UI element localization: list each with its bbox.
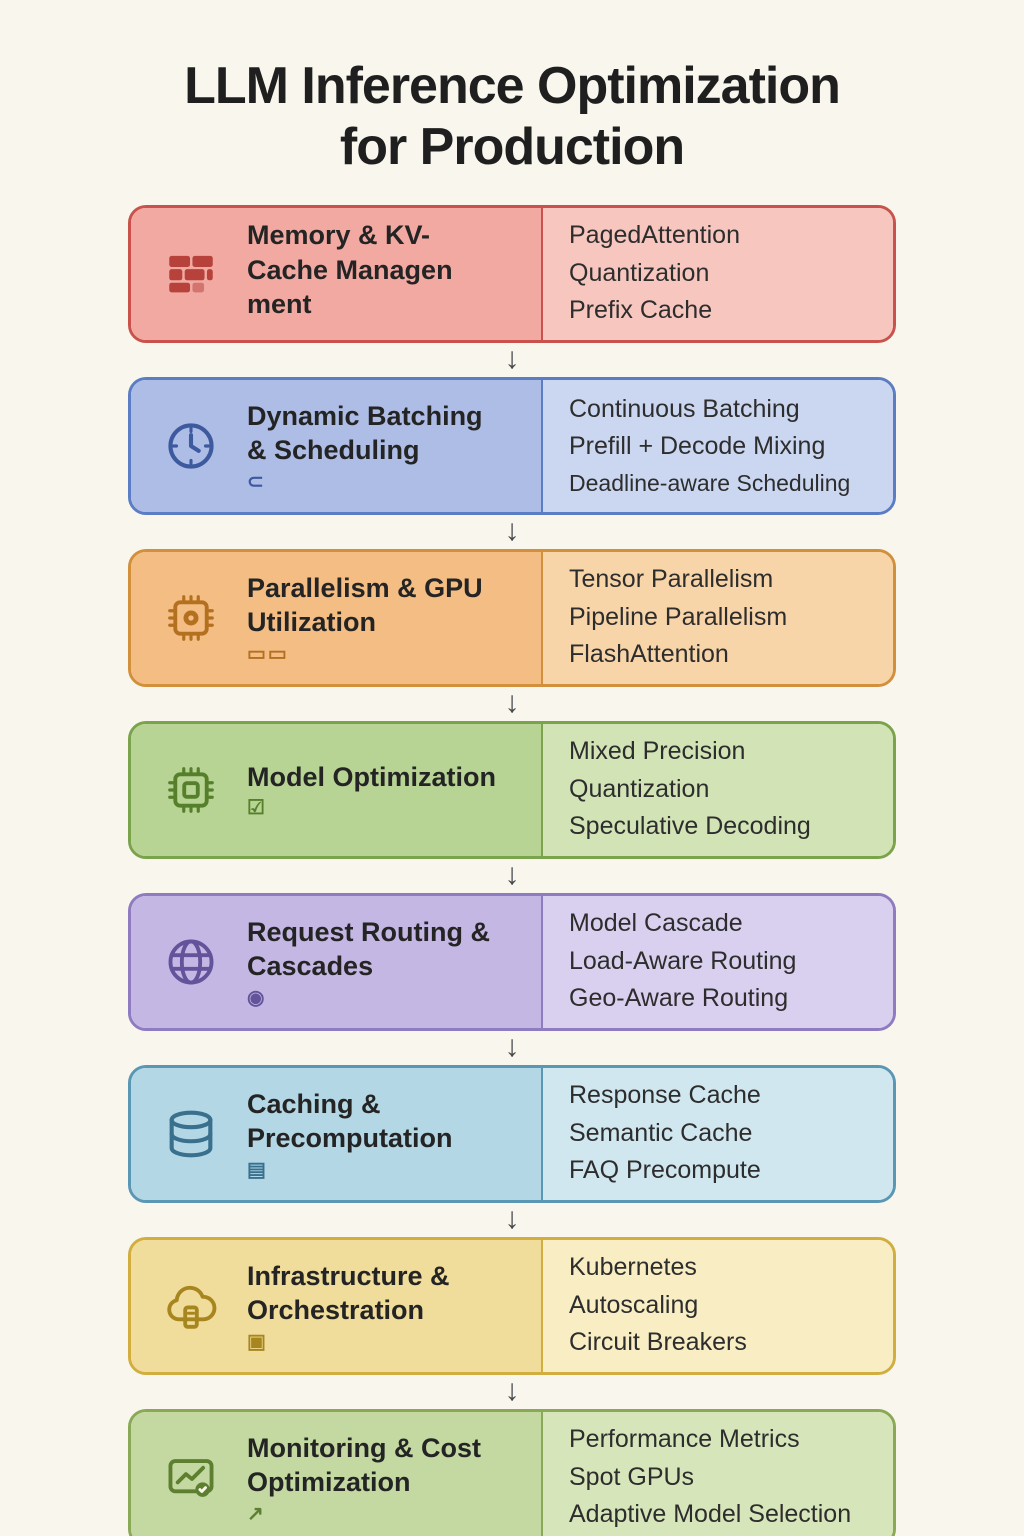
card-items-panel: Performance Metrics Spot GPUs Adaptive M… — [543, 1411, 893, 1536]
technique-item: Performance Metrics — [569, 1425, 800, 1454]
card-title: Dynamic Batching & Scheduling — [247, 400, 483, 466]
card-sub-icon: ▭▭ — [247, 642, 289, 665]
card-title: Model Optimization — [247, 761, 496, 792]
technique-item: Tensor Parallelism — [569, 565, 774, 594]
card-sub-icon: ▤ — [247, 1158, 268, 1181]
card-left-panel: Infrastructure & Orchestration ▣ — [131, 1239, 543, 1372]
card-title: Caching & Precomputation — [247, 1088, 453, 1154]
card-title: Parallelism & GPU Utilization — [247, 572, 483, 638]
card-title-box: Caching & Precomputation ▤ — [247, 1087, 497, 1181]
clock-icon — [151, 417, 231, 475]
down-arrow-icon: ↓ — [504, 857, 520, 891]
cpu-chip-icon — [151, 761, 231, 819]
technique-item: FlashAttention — [569, 640, 729, 669]
card-title-box: Model Optimization ☑ — [247, 760, 497, 820]
technique-item: Prefix Cache — [569, 296, 713, 325]
card-left-panel: Monitoring & Cost Optimization ↗ — [131, 1411, 543, 1536]
card-caching-precomputation: Caching & Precomputation ▤ Response Cach… — [128, 1064, 896, 1203]
technique-item: Geo-Aware Routing — [569, 984, 789, 1013]
technique-item: Continuous Batching — [569, 394, 800, 423]
card-items-panel: Response Cache Semantic Cache FAQ Precom… — [543, 1067, 893, 1200]
gpu-chip-icon — [151, 589, 231, 647]
technique-item: Speculative Decoding — [569, 812, 811, 841]
card-items-panel: Kubernetes Autoscaling Circuit Breakers — [543, 1239, 893, 1372]
technique-item: Circuit Breakers — [569, 1328, 747, 1357]
card-title: Memory & KV-Cache Managen ment — [247, 220, 453, 320]
card-items-panel: Mixed Precision Quantization Speculative… — [543, 723, 893, 856]
technique-item: Quantization — [569, 258, 710, 287]
card-sub-icon: ☑ — [247, 797, 267, 820]
card-left-panel: Parallelism & GPU Utilization ▭▭ — [131, 551, 543, 684]
down-arrow-icon: ↓ — [504, 1029, 520, 1063]
card-left-panel: Dynamic Batching & Scheduling ⊂ — [131, 379, 543, 512]
technique-item: Kubernetes — [569, 1253, 697, 1282]
technique-item: PagedAttention — [569, 221, 740, 250]
technique-item: Adaptive Model Selection — [569, 1500, 852, 1529]
card-items-panel: Model Cascade Load-Aware Routing Geo-Awa… — [543, 895, 893, 1028]
technique-item: Response Cache — [569, 1081, 761, 1110]
technique-item: Load-Aware Routing — [569, 946, 797, 975]
memory-bricks-icon — [151, 245, 231, 303]
card-title-box: Parallelism & GPU Utilization ▭▭ — [247, 571, 497, 665]
card-parallelism-gpu: Parallelism & GPU Utilization ▭▭ Tensor … — [128, 548, 896, 687]
card-sub-icon: ◉ — [247, 986, 267, 1009]
technique-item: Pipeline Parallelism — [569, 602, 788, 631]
card-sub-icon — [247, 325, 497, 329]
card-sub-icon: ↗ — [247, 1502, 266, 1525]
technique-item: Quantization — [569, 774, 710, 803]
down-arrow-icon: ↓ — [504, 1201, 520, 1235]
card-title-box: Dynamic Batching & Scheduling ⊂ — [247, 399, 497, 493]
technique-item: Model Cascade — [569, 909, 743, 938]
technique-item: Prefill + Decode Mixing — [569, 432, 826, 461]
card-left-panel: Request Routing & Cascades ◉ — [131, 895, 543, 1028]
card-left-panel: Caching & Precomputation ▤ — [131, 1067, 543, 1200]
technique-item: FAQ Precompute — [569, 1156, 761, 1185]
card-sub-icon: ▣ — [247, 1330, 268, 1353]
down-arrow-icon: ↓ — [504, 685, 520, 719]
card-left-panel: Memory & KV-Cache Managen ment — [131, 207, 543, 340]
monitor-chart-icon — [151, 1449, 231, 1507]
down-arrow-icon: ↓ — [504, 1373, 520, 1407]
card-model-optimization: Model Optimization ☑ Mixed Precision Qua… — [128, 720, 896, 859]
card-title: Infrastructure & Orchestration — [247, 1260, 450, 1326]
technique-item: Mixed Precision — [569, 737, 746, 766]
card-title-box: Monitoring & Cost Optimization ↗ — [247, 1431, 497, 1525]
card-title-box: Request Routing & Cascades ◉ — [247, 915, 497, 1009]
card-items-panel: Continuous Batching Prefill + Decode Mix… — [543, 379, 893, 512]
technique-item: Spot GPUs — [569, 1462, 695, 1491]
page-title-line2: for Production — [339, 118, 685, 177]
card-title-box: Memory & KV-Cache Managen ment — [247, 218, 497, 329]
technique-item: Autoscaling — [569, 1290, 699, 1319]
flow-diagram: Memory & KV-Cache Managen ment PagedAtte… — [128, 204, 896, 1536]
card-items-panel: PagedAttention Quantization Prefix Cache — [543, 207, 893, 340]
card-title: Monitoring & Cost Optimization — [247, 1432, 481, 1498]
down-arrow-icon: ↓ — [504, 341, 520, 375]
card-title-box: Infrastructure & Orchestration ▣ — [247, 1259, 497, 1353]
cloud-icon — [151, 1277, 231, 1335]
technique-item: Semantic Cache — [569, 1118, 753, 1147]
page-title-line1: LLM Inference Optimization — [184, 57, 841, 115]
card-sub-icon: ⊂ — [247, 470, 266, 493]
card-dynamic-batching: Dynamic Batching & Scheduling ⊂ Continuo… — [128, 376, 896, 515]
down-arrow-icon: ↓ — [504, 513, 520, 547]
card-memory-kv-cache: Memory & KV-Cache Managen ment PagedAtte… — [128, 204, 896, 343]
card-left-panel: Model Optimization ☑ — [131, 723, 543, 856]
database-icon — [151, 1105, 231, 1163]
technique-item: Deadline-aware Scheduling — [569, 469, 851, 496]
card-items-panel: Tensor Parallelism Pipeline Parallelism … — [543, 551, 893, 684]
globe-icon — [151, 933, 231, 991]
card-infrastructure-orchestration: Infrastructure & Orchestration ▣ Kuberne… — [128, 1236, 896, 1375]
card-request-routing: Request Routing & Cascades ◉ Model Casca… — [128, 892, 896, 1031]
card-monitoring-cost: Monitoring & Cost Optimization ↗ Perform… — [128, 1408, 896, 1536]
card-title: Request Routing & Cascades — [247, 916, 490, 982]
